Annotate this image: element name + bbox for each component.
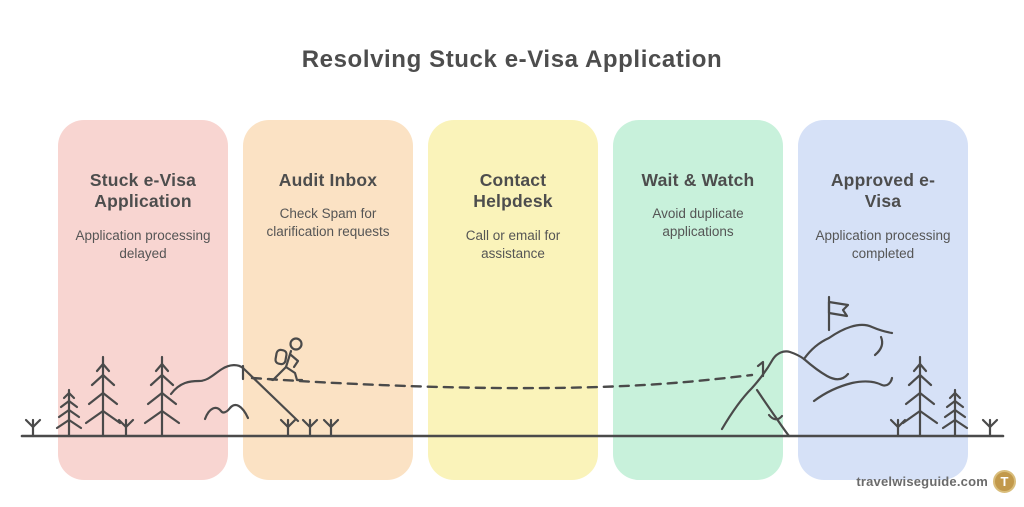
- summit-flag-icon: [827, 295, 850, 332]
- pine-tree-icon: [55, 388, 83, 438]
- step-card-contact-helpdesk: Contact Helpdesk Call or email for assis…: [428, 120, 598, 480]
- shrub-icon: [279, 418, 297, 438]
- shrub-icon: [322, 418, 340, 438]
- step-card-stuck-e-visa: Stuck e-Visa Application Application pro…: [58, 120, 228, 480]
- backpack-icon: [274, 348, 288, 366]
- site-url: travelwiseguide.com: [856, 474, 988, 489]
- left-forest: [24, 355, 181, 438]
- step-card-approved-e-visa: Approved e-Visa Application processing c…: [798, 120, 968, 480]
- step-title: Contact Helpdesk: [473, 170, 553, 212]
- shrub-icon: [301, 418, 319, 438]
- pine-tree-icon: [941, 388, 969, 438]
- step-title: Audit Inbox: [278, 170, 378, 190]
- step-title: Stuck e-Visa Application: [89, 170, 197, 212]
- step-title: Approved e-Visa: [830, 170, 936, 212]
- dashed-trail: [250, 373, 754, 390]
- step-subtitle: Application processing completed: [815, 227, 951, 261]
- mountain-right: [720, 323, 894, 438]
- hiker-head: [289, 337, 303, 351]
- step-subtitle: Application processing delayed: [75, 227, 211, 261]
- step-card-audit-inbox: Audit Inbox Check Spam for clarification…: [243, 120, 413, 480]
- watermark: travelwiseguide.com T: [856, 470, 1016, 493]
- right-forest: [889, 355, 999, 438]
- shrub-icon: [117, 418, 135, 438]
- step-subtitle: Avoid duplicate applications: [652, 206, 744, 240]
- brand-logo-icon: T: [993, 470, 1016, 493]
- hiker: [267, 337, 304, 382]
- pine-tree-icon: [84, 355, 122, 438]
- pine-tree-icon: [143, 355, 181, 438]
- pine-tree-icon: [901, 355, 939, 438]
- page-title: Resolving Stuck e-Visa Application: [301, 46, 723, 73]
- step-subtitle: Call or email for assistance: [465, 227, 561, 261]
- step-card-wait-and-watch: Wait & Watch Avoid duplicate application…: [613, 120, 783, 480]
- shrub-icon: [24, 418, 42, 438]
- step-title: Wait & Watch: [641, 170, 755, 190]
- shrub-icon: [981, 418, 999, 438]
- step-subtitle: Check Spam for clarification requests: [266, 206, 390, 240]
